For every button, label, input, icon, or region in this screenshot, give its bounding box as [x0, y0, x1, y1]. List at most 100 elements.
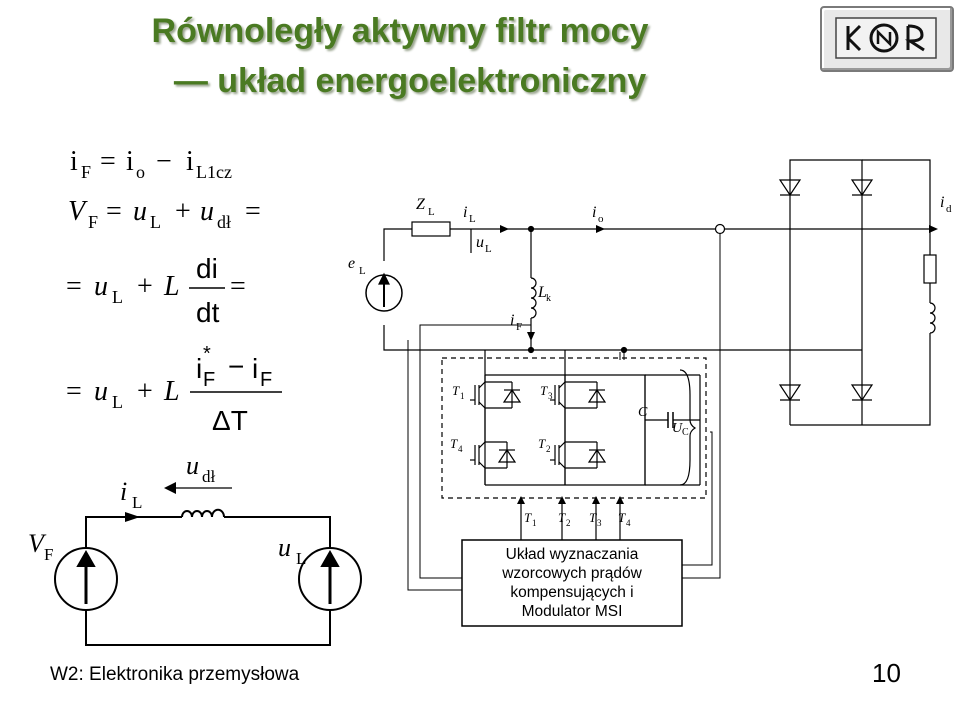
svg-text:1: 1 [460, 391, 465, 401]
svg-text:V: V [28, 529, 47, 558]
load-resistor [923, 254, 937, 284]
svg-text:u: u [94, 376, 108, 407]
svg-text:Modulator MSI: Modulator MSI [522, 603, 623, 620]
svg-text:dt: dt [196, 297, 220, 328]
svg-text:kompensujących i: kompensujących i [510, 584, 633, 601]
svg-text:i: i [463, 204, 467, 221]
svg-text:3: 3 [548, 391, 553, 401]
svg-text:=: = [245, 196, 261, 227]
svg-text:+: + [137, 271, 153, 302]
line-impedance-zl [411, 221, 451, 237]
slide-title-line1: Równoległy aktywny filtr mocy [151, 12, 649, 50]
svg-text:U: U [672, 421, 683, 436]
svg-text:dł: dł [202, 467, 216, 486]
control-unit-box [461, 539, 683, 627]
circuit-labels: e L Z L i L u L i o L k i F i d T 1 T 3 … [348, 194, 952, 528]
svg-text:4: 4 [626, 518, 631, 528]
svg-text:−: − [156, 146, 172, 177]
svg-text:u: u [476, 234, 484, 251]
svg-text:d: d [946, 203, 952, 215]
svg-text:L: L [112, 392, 123, 412]
power-circuit-wiring [365, 159, 938, 591]
svg-text:i: i [126, 146, 134, 177]
svg-text:+: + [175, 196, 191, 227]
igbt-t1-icon [470, 375, 522, 425]
control-unit-label: Układ wyznaczania wzorcowych prądów komp… [501, 546, 642, 620]
page-number: 10 [872, 658, 901, 688]
diode-d1-icon [778, 179, 802, 197]
equation-delta-t: = u L + L i * F − i F ΔT [66, 343, 282, 436]
equation-vf: V F = u L + u dł = [68, 196, 261, 232]
equation-if: i F = i o − i L1cz [70, 146, 232, 182]
svg-text:i: i [252, 353, 258, 384]
svg-text:=: = [66, 376, 82, 407]
svg-text:i: i [510, 312, 514, 329]
svg-text:T: T [618, 510, 626, 525]
igbt-t2-icon [550, 425, 607, 485]
svg-text:2: 2 [546, 444, 551, 454]
svg-text:e: e [348, 255, 355, 272]
rectifier-diodes [778, 179, 874, 402]
footer-course-name: W2: Elektronika przemysłowa [50, 664, 300, 685]
igbt-t3-icon [550, 375, 607, 425]
title-dash: — [173, 62, 208, 100]
svg-text:L: L [537, 284, 547, 301]
diode-d2-icon [850, 179, 874, 197]
diode-d3-icon [778, 384, 802, 402]
svg-text:L: L [150, 212, 161, 232]
svg-text:ΔT: ΔT [212, 405, 248, 436]
svg-text:L: L [296, 549, 306, 568]
svg-text:u: u [133, 196, 147, 227]
svg-text:+: + [137, 376, 153, 407]
slide-title-line2: — układ energoelektroniczny [60, 62, 760, 101]
svg-text:dł: dł [217, 212, 231, 232]
svg-text:i: i [70, 146, 78, 177]
svg-text:C: C [682, 427, 689, 438]
svg-text:L: L [163, 271, 180, 302]
svg-text:F: F [516, 321, 522, 333]
svg-text:=: = [106, 196, 122, 227]
svg-text:o: o [598, 213, 604, 225]
svg-text:3: 3 [597, 518, 602, 528]
svg-text:−: − [228, 351, 244, 382]
svg-text:C: C [638, 405, 648, 420]
svg-text:L: L [132, 493, 142, 512]
svg-text:F: F [81, 162, 91, 182]
svg-text:4: 4 [458, 444, 463, 454]
svg-text:i: i [592, 204, 596, 221]
svg-text:F: F [203, 369, 215, 391]
svg-text:L: L [485, 243, 492, 255]
svg-text:Z: Z [416, 196, 426, 213]
svg-text:F: F [88, 212, 98, 232]
svg-text:i: i [196, 353, 202, 384]
svg-text:L1cz: L1cz [196, 162, 232, 182]
diode-d4-icon [850, 384, 874, 402]
svg-text:=: = [66, 271, 82, 302]
svg-text:di: di [196, 253, 218, 284]
igbt-switches [470, 375, 607, 485]
logo-emblem-icon [835, 17, 937, 59]
svg-text:L: L [163, 376, 180, 407]
svg-text:*: * [203, 343, 211, 365]
title-line2-text: układ energoelektroniczny [217, 62, 647, 100]
svg-text:L: L [428, 206, 435, 218]
svg-text:u: u [186, 451, 199, 480]
svg-text:k: k [546, 293, 551, 304]
svg-text:i: i [186, 146, 194, 177]
svg-text:i: i [120, 477, 127, 506]
equation-didt: = u L + L di dt = [66, 253, 246, 328]
svg-text:F: F [44, 545, 53, 564]
equivalent-circuit-labels: i L u dł V F u L [28, 451, 306, 568]
svg-text:T: T [450, 436, 458, 451]
svg-text:L: L [469, 213, 476, 225]
svg-text:L: L [359, 265, 366, 277]
svg-text:T: T [452, 383, 460, 398]
svg-text:T: T [538, 436, 546, 451]
institute-logo [820, 6, 954, 72]
svg-text:T: T [540, 383, 548, 398]
svg-text:u: u [200, 196, 214, 227]
svg-text:wzorcowych prądów: wzorcowych prądów [501, 565, 642, 582]
svg-text:u: u [94, 271, 108, 302]
equivalent-circuit [54, 482, 362, 646]
